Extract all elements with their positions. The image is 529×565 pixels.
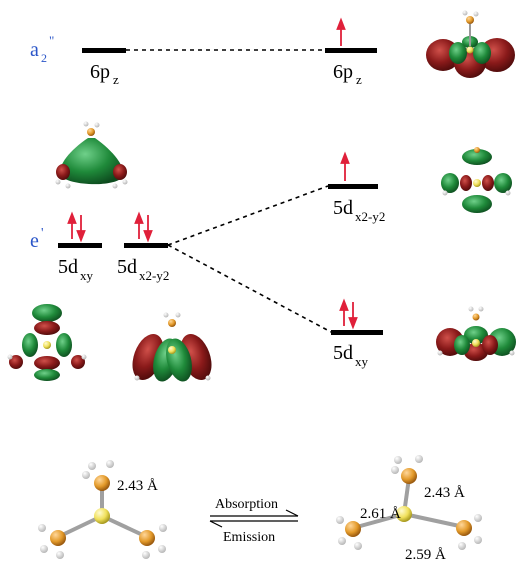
svg-text:a: a xyxy=(30,39,39,61)
label-right-6pz: 6p z xyxy=(333,61,362,87)
svg-text:5d: 5d xyxy=(333,197,353,219)
svg-text:xy: xy xyxy=(355,354,369,369)
svg-text:e: e xyxy=(30,230,39,252)
absorption-label: Absorption xyxy=(215,497,278,512)
symmetry-label-a2: a 2 " xyxy=(30,33,54,65)
symmetry-label-e: e ' xyxy=(30,226,44,252)
bond-label-right-left: 2.61 Å xyxy=(360,506,401,522)
connector-upper xyxy=(167,185,329,246)
svg-text:6p: 6p xyxy=(333,61,353,83)
orbital-image-right-6pz xyxy=(426,10,515,78)
connector-lower xyxy=(167,244,332,333)
bond-label-right-top: 2.43 Å xyxy=(424,485,465,501)
label-right-5dxy: 5d xy xyxy=(333,342,369,369)
svg-text:5d: 5d xyxy=(117,256,137,278)
svg-text:2: 2 xyxy=(41,51,47,65)
label-left-5dx2y2: 5d x2-y2 xyxy=(117,256,169,283)
spin-pair-left-5dxy xyxy=(67,211,86,243)
level-left-6pz xyxy=(82,48,126,53)
svg-text:': ' xyxy=(41,226,44,241)
label-left-6pz: 6p z xyxy=(90,61,119,87)
svg-text:": " xyxy=(49,33,54,48)
svg-text:xy: xy xyxy=(80,268,94,283)
label-left-5dxy: 5d xy xyxy=(58,256,94,283)
svg-text:5d: 5d xyxy=(58,256,78,278)
structure-right xyxy=(336,455,482,550)
level-right-5dxy xyxy=(331,330,383,335)
level-right-5dx2y2 xyxy=(328,184,378,189)
level-left-5dx2y2 xyxy=(124,243,168,248)
level-left-5dxy xyxy=(58,243,102,248)
emission-label: Emission xyxy=(223,530,275,545)
spin-arrow-right-5dx2y2 xyxy=(340,151,350,181)
orbital-image-right-5dxy xyxy=(436,306,516,361)
label-right-5dx2y2: 5d x2-y2 xyxy=(333,197,385,224)
svg-text:x2-y2: x2-y2 xyxy=(355,209,385,224)
orbital-image-left-6pz xyxy=(55,121,128,189)
svg-text:x2-y2: x2-y2 xyxy=(139,268,169,283)
spin-pair-left-5dx2y2 xyxy=(134,211,153,243)
bond-label-right-bottom: 2.59 Å xyxy=(405,547,446,563)
orbital-image-left-5dxy xyxy=(7,304,87,381)
absorption-emission-arrows xyxy=(209,509,299,528)
svg-text:z: z xyxy=(113,72,119,87)
orbital-image-right-5dx2y2 xyxy=(441,147,512,213)
level-right-6pz xyxy=(325,48,377,53)
spin-arrow-6pz xyxy=(336,17,346,46)
structure-left xyxy=(38,460,167,559)
spin-pair-right-5dxy xyxy=(339,298,358,330)
bond-label-left: 2.43 Å xyxy=(117,478,158,494)
svg-text:6p: 6p xyxy=(90,61,110,83)
svg-text:5d: 5d xyxy=(333,342,353,364)
svg-text:z: z xyxy=(356,72,362,87)
orbital-image-left-5dx2y2 xyxy=(132,312,212,382)
